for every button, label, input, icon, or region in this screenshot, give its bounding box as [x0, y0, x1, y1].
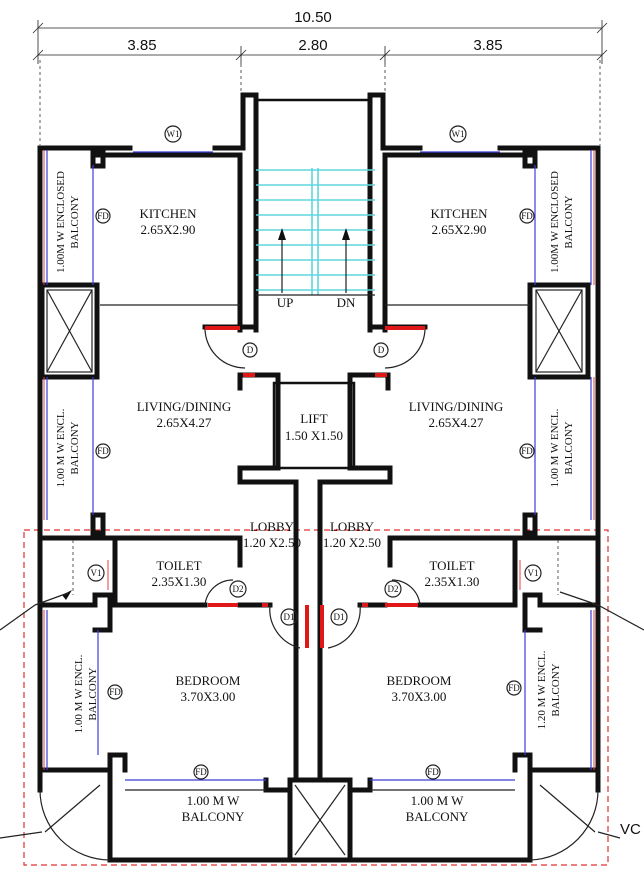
stair-down-label: DN	[337, 295, 356, 310]
balcony-top-left-line1: 1.00M W ENCLOSED	[55, 171, 67, 273]
balcony-low-left-line1: 1.00 M W ENCL.	[73, 654, 85, 733]
bedroom-left-name: BEDROOM	[175, 673, 240, 688]
lift-size: 1.50 X1.50	[285, 428, 343, 443]
balcony-mid-right-line2: BALCONY	[563, 421, 575, 474]
bedroom-left-size: 3.70X3.00	[181, 689, 236, 704]
toilet-left-size: 2.35X1.30	[152, 574, 207, 589]
balcony-mid-right-line1: 1.00 M W ENCL.	[549, 408, 561, 487]
lobby-right-size: 1.20 X2.50	[323, 535, 381, 550]
balcony-top-right-line2: BALCONY	[563, 195, 575, 248]
balcony-top-left-line2: BALCONY	[69, 195, 81, 248]
balcony-bottom-left-line1: 1.00 M W	[187, 793, 241, 808]
tag-w1-left: W1	[167, 129, 180, 139]
tag-d2-right: D2	[388, 584, 399, 594]
tag-fd-5: FD	[109, 687, 121, 697]
living-right-name: LIVING/DINING	[409, 399, 504, 414]
balcony-edges	[43, 150, 595, 770]
staircase	[256, 168, 375, 296]
balcony-bottom-right-line1: 1.00 M W	[411, 793, 465, 808]
kitchen-right-size: 2.65X2.90	[432, 222, 487, 237]
kitchen-right-name: KITCHEN	[430, 206, 488, 221]
balcony-mid-left-line2: BALCONY	[69, 421, 81, 474]
kitchen-left-name: KITCHEN	[139, 206, 197, 221]
duct-shafts	[39, 282, 591, 863]
tag-v1-right: V1	[528, 568, 539, 578]
tag-fd-1: FD	[97, 211, 109, 221]
outer-walls	[37, 92, 601, 783]
living-left-name: LIVING/DINING	[137, 399, 232, 414]
highlight-zone	[23, 529, 609, 866]
tag-fd-4: FD	[521, 446, 533, 456]
toilet-right-name: TOILET	[429, 558, 474, 573]
bedroom-right-name: BEDROOM	[386, 673, 451, 688]
living-left-size: 2.65X4.27	[157, 415, 212, 430]
lobby-right-name: LOBBY	[330, 519, 375, 534]
edge-text-vc: VC	[620, 821, 641, 838]
tag-fd-2: FD	[521, 211, 533, 221]
tag-d-right: D	[378, 345, 385, 355]
balcony-low-right-line1: 1.20 M W ENCL.	[536, 650, 548, 729]
dim-overall: 10.50	[294, 9, 332, 26]
dim-middle: 2.80	[298, 37, 327, 54]
tag-w1-right: W1	[452, 129, 465, 139]
lobby-left-name: LOBBY	[250, 519, 295, 534]
balcony-low-right-line2: BALCONY	[550, 663, 562, 716]
dimension-lines	[32, 20, 608, 145]
door-swings	[0, 326, 644, 839]
tag-fd-6: FD	[508, 683, 520, 693]
tag-fd-3: FD	[97, 446, 109, 456]
lobby-left-size: 1.20 X2.50	[243, 535, 301, 550]
balcony-bottom-left-line2: BALCONY	[182, 809, 245, 824]
toilet-right-size: 2.35X1.30	[425, 574, 480, 589]
red-door-jambs	[205, 326, 425, 648]
balcony-mid-left-line1: 1.00 M W ENCL.	[55, 408, 67, 487]
balcony-low-left-line2: BALCONY	[87, 667, 99, 720]
kitchen-left-size: 2.65X2.90	[141, 222, 196, 237]
tag-d1-left: D1	[284, 612, 295, 622]
balcony-bottom-right-line2: BALCONY	[406, 809, 469, 824]
tag-fd-8: FD	[427, 767, 439, 777]
column-right-1	[522, 147, 538, 169]
tag-v1-left: V1	[91, 568, 102, 578]
vertical-balcony-labels: 1.00M W ENCLOSED BALCONY 1.00M W ENCLOSE…	[55, 171, 575, 733]
tags: W1 W1 FD FD FD FD D D V1 V1 D2 D2 D1 D1 …	[87, 125, 542, 780]
room-labels: KITCHEN 2.65X2.90 KITCHEN 2.65X2.90 LIVI…	[137, 206, 504, 824]
bedroom-right-size: 3.70X3.00	[392, 689, 447, 704]
toilet-left-name: TOILET	[156, 558, 201, 573]
dim-right: 3.85	[473, 37, 502, 54]
tag-d2-left: D2	[233, 584, 244, 594]
tag-d1-right: D1	[334, 612, 345, 622]
living-right-size: 2.65X4.27	[429, 415, 484, 430]
stair-up-label: UP	[277, 295, 294, 310]
lift-name: LIFT	[300, 411, 328, 426]
tag-fd-7: FD	[195, 767, 207, 777]
dim-left: 3.85	[127, 37, 156, 54]
balcony-top-right-line1: 1.00M W ENCLOSED	[549, 171, 561, 273]
bottom-walls	[37, 752, 601, 863]
column-left-1	[90, 147, 106, 169]
tag-d-left: D	[247, 345, 254, 355]
